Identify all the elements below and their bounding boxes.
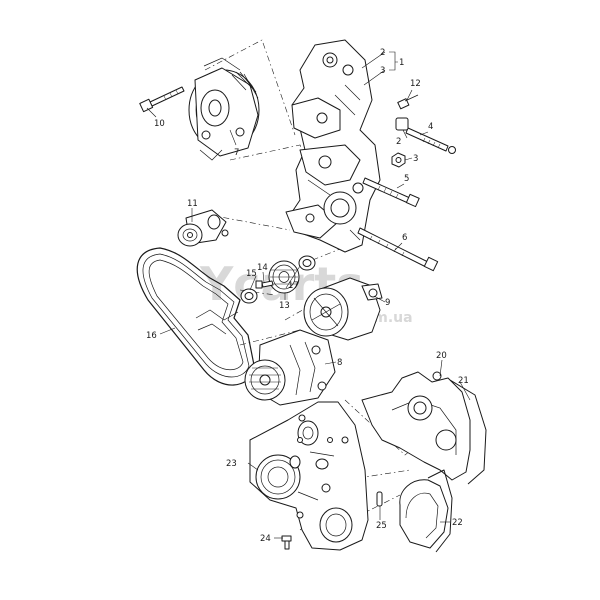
bolt-12 [397,94,419,110]
bolt-10 [139,86,185,113]
power-steering-pump [303,277,383,341]
callout-12: 12 [410,79,421,89]
callout-1: 1 [399,58,404,68]
callout-numbers: 2 1 3 12 4 2 3 5 6 10 7 11 14 15 13 17 9… [146,48,469,544]
alternator [188,57,260,161]
callout-5: 5 [404,174,409,184]
timing-cover-upper [361,371,487,485]
washer-17 [298,255,316,271]
callout-3-bottom: 3 [413,154,418,164]
ac-compressor [244,329,336,406]
belt-tensioner [177,209,229,247]
callout-8: 8 [337,358,342,368]
callout-9: 9 [385,298,390,308]
callout-16: 16 [146,331,157,341]
dowel-pin-25 [376,491,383,507]
callout-22: 22 [452,518,463,528]
callout-2-bottom: 2 [396,137,401,147]
callout-20: 20 [436,351,447,361]
callout-10: 10 [154,119,165,129]
bolt-5 [362,177,420,208]
callout-21: 21 [458,376,469,386]
callout-4: 4 [428,122,433,132]
callout-25: 25 [376,521,387,531]
idler-pulley [268,260,300,294]
bolt-6 [357,227,439,272]
callout-6: 6 [402,233,407,243]
bolt-14 [255,280,274,289]
bolt-4 [405,127,456,154]
callout-24: 24 [260,534,271,544]
callout-7: 7 [234,148,239,158]
spacer-2 [395,117,409,131]
engine-bracket [285,39,381,253]
bolt-24 [281,535,292,550]
front-timing-cover [249,401,369,551]
washer-15 [240,288,258,304]
timing-cover-lower-right [399,469,453,553]
callout-15: 15 [246,269,257,279]
callout-13: 13 [279,301,290,311]
leader-lines [146,51,471,539]
callout-23: 23 [226,459,237,469]
callout-3-top: 3 [380,66,385,76]
callout-17: 17 [288,281,299,291]
callout-14: 14 [257,263,268,273]
callout-11: 11 [187,199,198,209]
nut-3 [391,152,406,168]
callout-1-label-2: 2 [380,48,385,58]
